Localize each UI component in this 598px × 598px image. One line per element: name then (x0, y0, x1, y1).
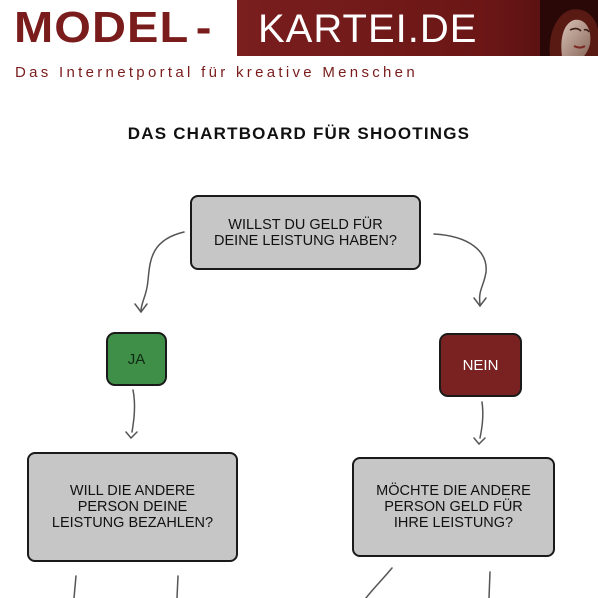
answer-yes-box: JA (106, 332, 167, 386)
question-money-box: WILLST DU GELD FÜR DEINE LEISTUNG HABEN? (190, 195, 421, 270)
arrowhead-yes (134, 303, 148, 314)
logo-dash: - (195, 3, 213, 52)
connector-qyes-right (176, 575, 179, 598)
tagline: Das Internetportal für kreative Menschen (15, 64, 418, 81)
question-pay-them-box: MÖCHTE DIE ANDERE PERSON GELD FÜR IHRE L… (352, 457, 555, 557)
connector-yes-to-qyes (131, 389, 136, 433)
connector-qno-right (488, 571, 491, 598)
answer-no-box: NEIN (439, 333, 522, 397)
portrait-photo-icon (540, 0, 598, 56)
connector-qyes-left (73, 575, 77, 598)
logo-model-word: MODEL (14, 3, 190, 52)
connector-q1-to-yes (140, 231, 185, 311)
connector-q1-to-no (433, 233, 487, 305)
header-banner (237, 0, 598, 56)
logo-model-text[interactable]: MODEL- (14, 2, 213, 54)
connector-no-to-qno (479, 401, 484, 439)
arrowhead-qno (473, 437, 486, 446)
question-pay-you-box: WILL DIE ANDERE PERSON DEINE LEISTUNG BE… (27, 452, 238, 562)
connector-qno-left (365, 567, 393, 598)
page-title: DAS CHARTBOARD FÜR SHOOTINGS (127, 124, 471, 143)
arrowhead-no (473, 297, 487, 308)
arrowhead-qyes (125, 431, 138, 440)
logo-kartei-text[interactable]: KARTEI.DE (258, 7, 478, 51)
